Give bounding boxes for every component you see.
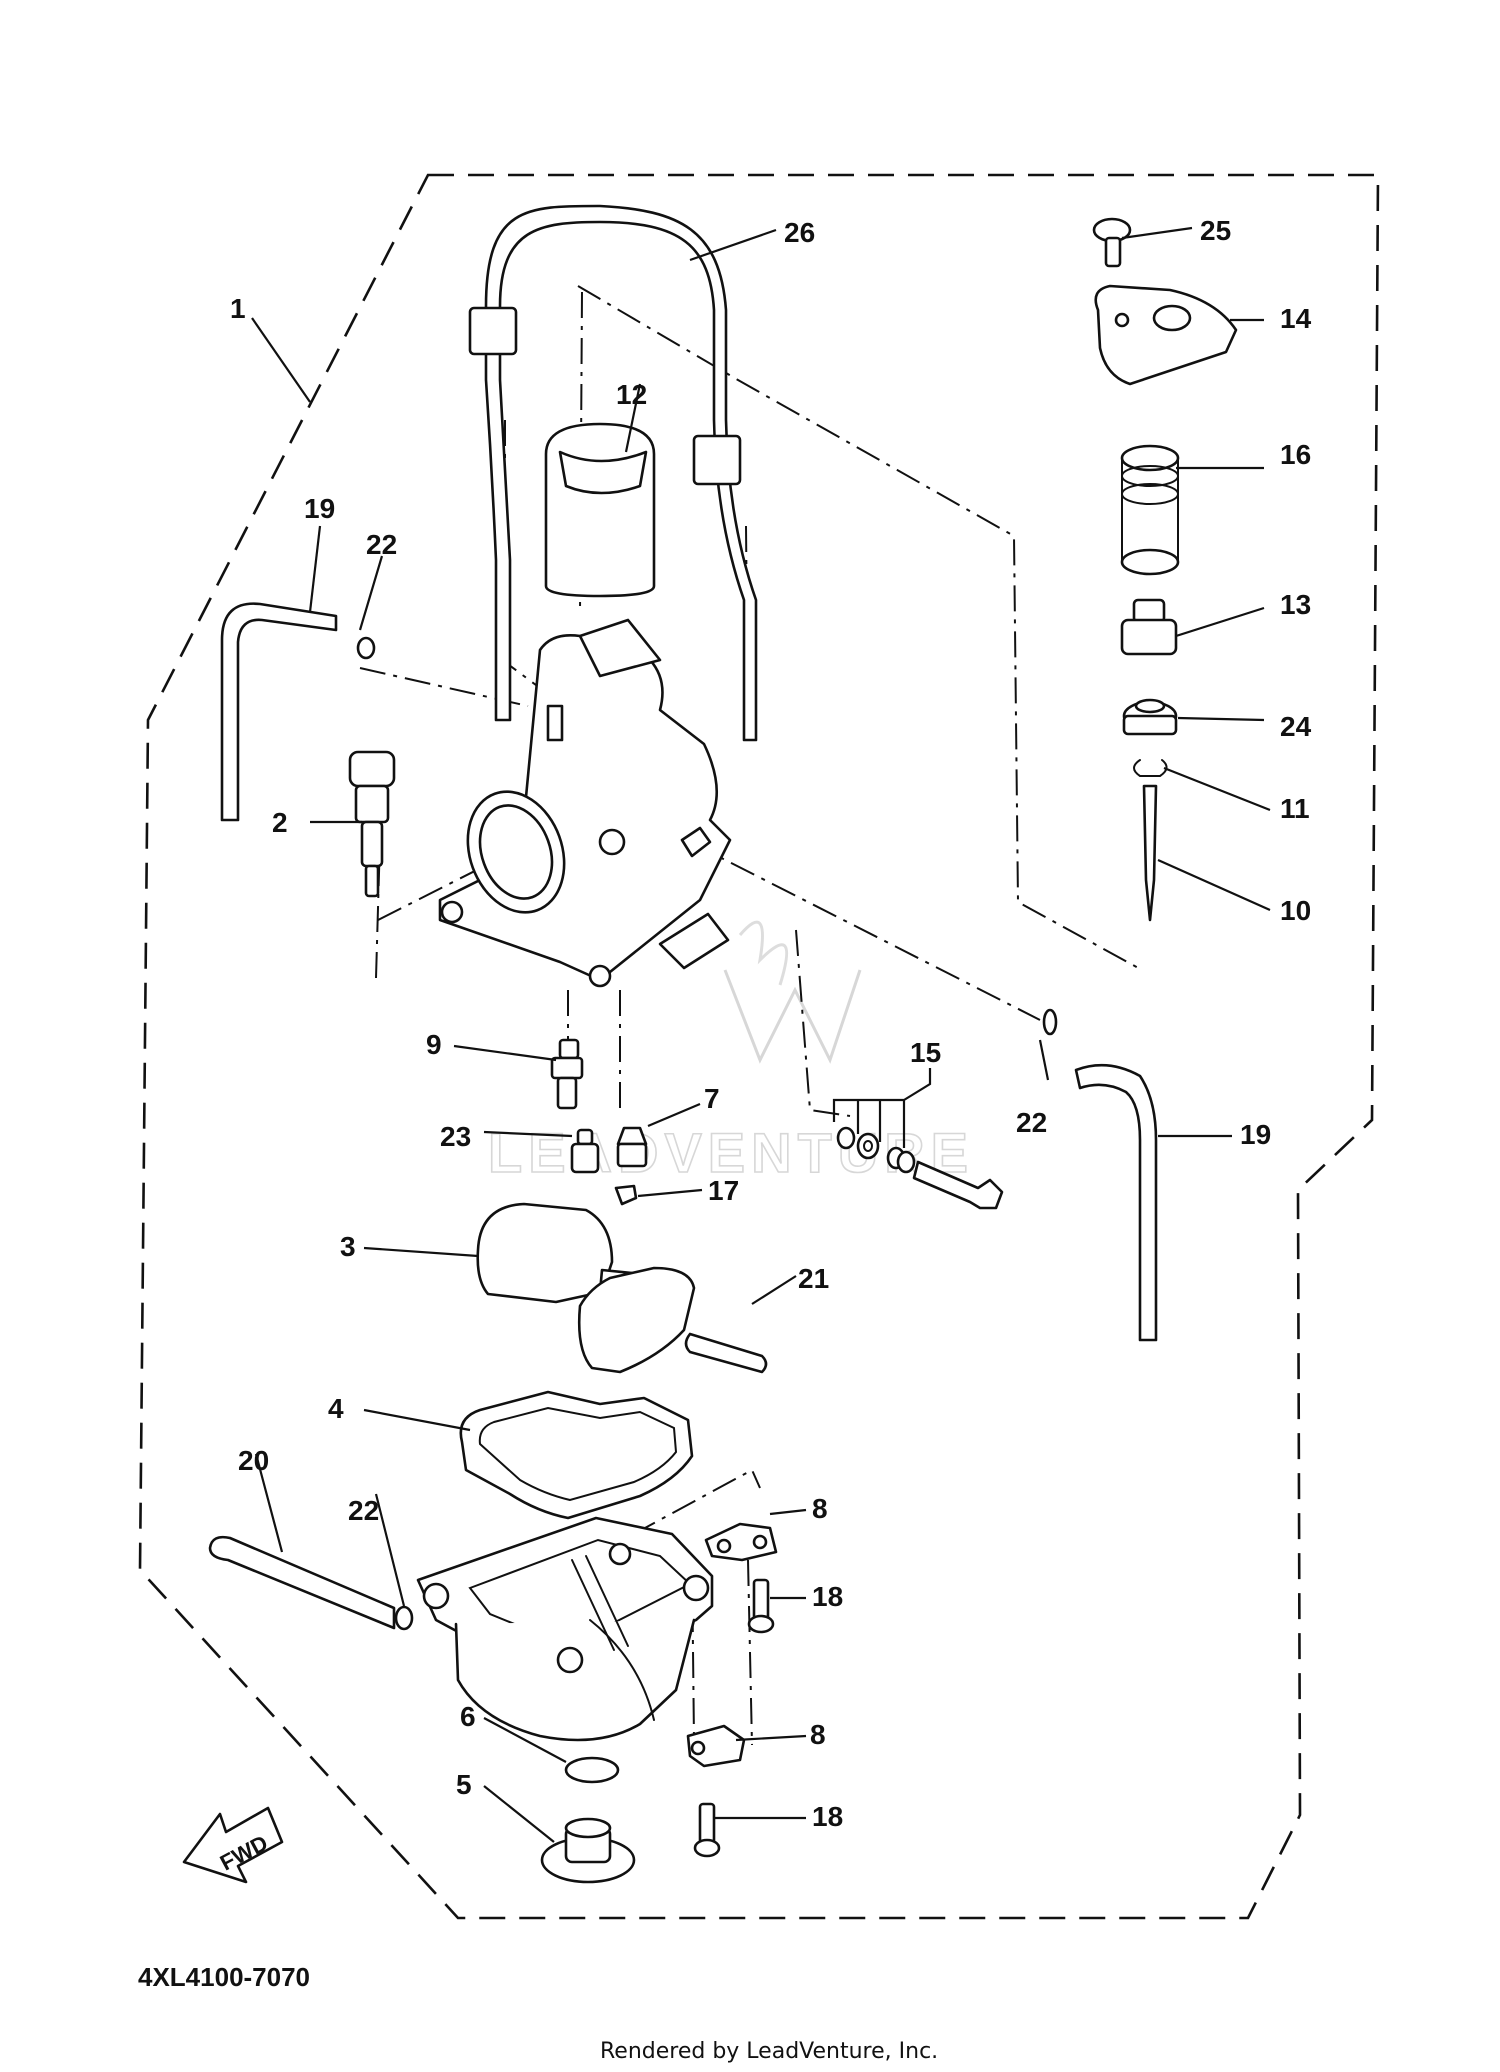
- callout-5: 5: [456, 1769, 472, 1800]
- part-4-gasket: [459, 1390, 694, 1520]
- part-18-screw-upper: [747, 1578, 775, 1634]
- part-24-seat: [1122, 698, 1178, 736]
- render-credit: Rendered by LeadVenture, Inc.: [600, 2039, 938, 2064]
- part-11-clip: [1133, 759, 1168, 777]
- part-20-hose: [208, 1535, 396, 1630]
- part-9-pilot-jet: [550, 1038, 584, 1110]
- part-3-float: [476, 1202, 696, 1374]
- callout-25: 25: [1200, 215, 1231, 246]
- callout-22-right: 22: [1016, 1107, 1047, 1138]
- callout-22-upper: 22: [366, 529, 397, 560]
- part-10-jet-needle: [1142, 784, 1158, 922]
- callout-1: 1: [230, 293, 246, 324]
- float-chamber: [416, 1516, 714, 1742]
- callout-2: 2: [272, 807, 288, 838]
- part-15-screw-set: [836, 1126, 1004, 1210]
- callout-11: 11: [1280, 793, 1310, 824]
- part-18-screw-lower: [693, 1802, 721, 1858]
- part-8-bracket-lower: [686, 1724, 746, 1768]
- callout-12: 12: [616, 379, 647, 410]
- part-23-starter-jet: [570, 1128, 600, 1174]
- callout-8-lower: 8: [810, 1719, 826, 1750]
- callout-19-left: 19: [304, 493, 335, 524]
- part-6-o-ring: [564, 1756, 620, 1784]
- callout-labels: 1 2 3 4 5 6 7 8 8 9 10 11 12 13 14 15 16…: [230, 215, 1312, 1832]
- callout-8-upper: 8: [812, 1493, 828, 1524]
- assembly-boundary: [138, 173, 1380, 1920]
- part-14-cover: [1094, 284, 1238, 386]
- callout-21: 21: [798, 1263, 829, 1294]
- callout-14: 14: [1280, 303, 1312, 334]
- callout-26: 26: [784, 217, 815, 248]
- callout-13: 13: [1280, 589, 1311, 620]
- callout-24: 24: [1280, 711, 1312, 742]
- part-22-clamp-lower: [394, 1605, 414, 1631]
- part-26-cable-guide: [468, 204, 758, 742]
- part-22-clamp-right: [1042, 1008, 1058, 1036]
- callout-7: 7: [704, 1083, 720, 1114]
- callout-18-upper: 18: [812, 1581, 843, 1612]
- callout-9: 9: [426, 1029, 442, 1060]
- callout-19-right: 19: [1240, 1119, 1271, 1150]
- callout-20: 20: [238, 1445, 269, 1476]
- fwd-direction-arrow: FWD: [182, 1806, 284, 1884]
- part-2-throttle-stop-screw: [348, 750, 396, 898]
- callout-17: 17: [708, 1175, 739, 1206]
- part-17-clip: [614, 1184, 638, 1206]
- part-8-bracket-upper: [704, 1522, 778, 1562]
- callout-22-lower: 22: [348, 1495, 379, 1526]
- part-7-main-jet: [616, 1126, 648, 1168]
- callout-23: 23: [440, 1121, 471, 1152]
- callout-10: 10: [1280, 895, 1311, 926]
- diagram-code: 4XL4100-7070: [138, 1962, 310, 1992]
- leader-lines: [251, 226, 1271, 1843]
- callout-4: 4: [328, 1393, 344, 1424]
- part-22-clamp-upper: [356, 636, 376, 660]
- carburetor-body: [438, 618, 732, 988]
- part-13-needle-holder: [1120, 598, 1178, 656]
- callout-6: 6: [460, 1701, 476, 1732]
- part-25-screw: [1092, 217, 1132, 268]
- part-19-hose-right: [1074, 1063, 1158, 1342]
- part-5-drain-plug: [540, 1817, 636, 1884]
- callout-3: 3: [340, 1231, 356, 1262]
- callout-16: 16: [1280, 439, 1311, 470]
- part-19-hose-left: [220, 602, 338, 822]
- part-12-throttle-valve: [544, 422, 656, 598]
- part-21-pin: [684, 1332, 768, 1374]
- callout-18-lower: 18: [812, 1801, 843, 1832]
- callout-15: 15: [910, 1037, 941, 1068]
- part-16-spring: [1120, 444, 1180, 576]
